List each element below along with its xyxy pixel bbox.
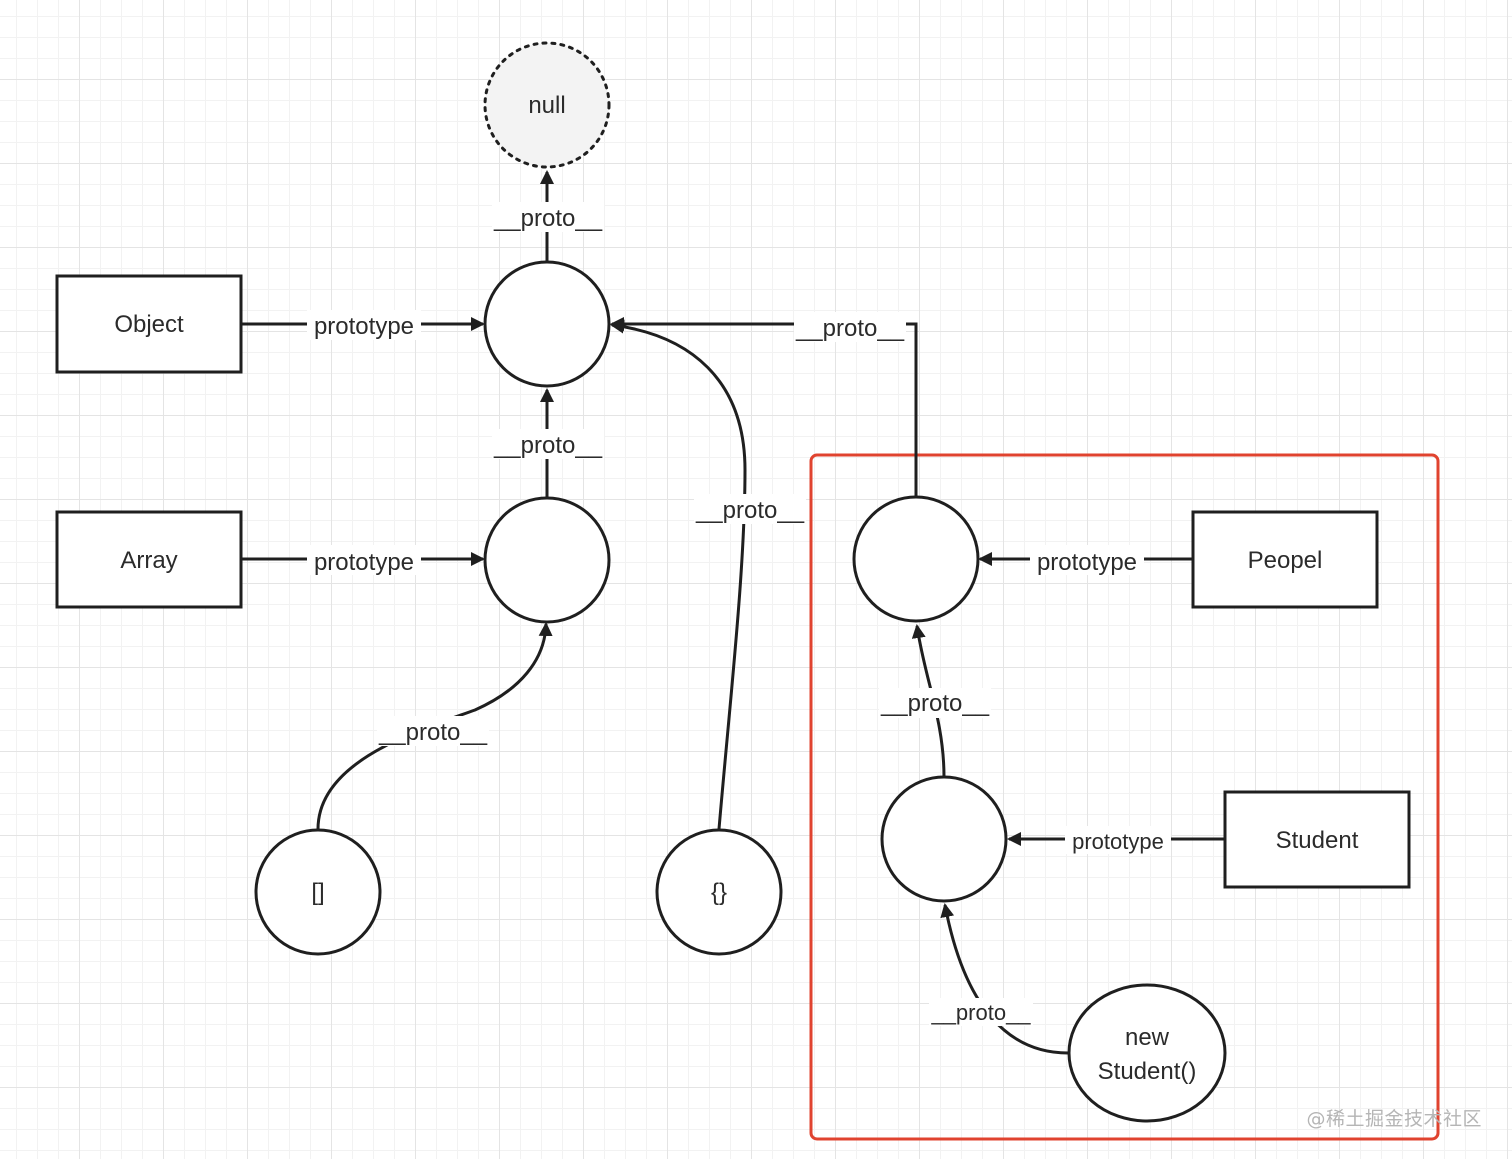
empty-object-node (655, 828, 783, 956)
edge-proto-emptyobj-to-obj (610, 319, 747, 830)
empty-array-node (254, 828, 382, 956)
empty-object-label: {} (711, 879, 727, 906)
label-proto-newstudent-to-student: __proto__ (930, 1000, 1031, 1025)
label-proto-peopel-to-obj: __proto__ (795, 315, 905, 342)
empty-array-label: [] (311, 879, 324, 906)
null-node (483, 41, 611, 169)
new-student-label-line2: Student() (1098, 1058, 1197, 1085)
student-constructor-box (1223, 790, 1411, 889)
highlight-box (809, 453, 1440, 1141)
new-student-node (1067, 983, 1227, 1123)
array-prototype-node (483, 496, 611, 624)
label-prototype-student: prototype (1072, 829, 1164, 854)
label-prototype-peopel: prototype (1037, 549, 1137, 576)
peopel-constructor-label: Peopel (1248, 547, 1323, 574)
array-constructor-label: Array (120, 547, 177, 574)
label-proto-arr-to-obj: __proto__ (493, 432, 603, 459)
label-proto-emptyobj-to-obj: __proto__ (695, 497, 805, 524)
watermark: @稀土掘金技术社区 (1306, 1108, 1482, 1130)
object-constructor-label: Object (114, 311, 184, 338)
edge-proto-peopel-to-obj (610, 317, 918, 497)
peopel-prototype-node (852, 495, 980, 623)
student-constructor-label: Student (1276, 827, 1359, 854)
edge-proto-newstudent-to-student (940, 903, 1069, 1055)
label-proto-obj-to-null: __proto__ (493, 205, 603, 232)
null-node-label: null (528, 92, 565, 119)
label-proto-student-to-peopel: __proto__ (880, 690, 990, 717)
edge-proto-emptyarr-to-arr (316, 622, 553, 830)
label-proto-emptyarr-to-arr: __proto__ (378, 719, 488, 746)
label-prototype-array: prototype (314, 549, 414, 576)
object-prototype-node (483, 260, 611, 388)
new-student-label-line1: new (1125, 1024, 1170, 1051)
student-prototype-node (880, 775, 1008, 903)
array-constructor-box (55, 510, 243, 609)
peopel-constructor-box (1191, 510, 1379, 609)
label-prototype-object: prototype (314, 313, 414, 340)
object-constructor-box (55, 274, 243, 374)
